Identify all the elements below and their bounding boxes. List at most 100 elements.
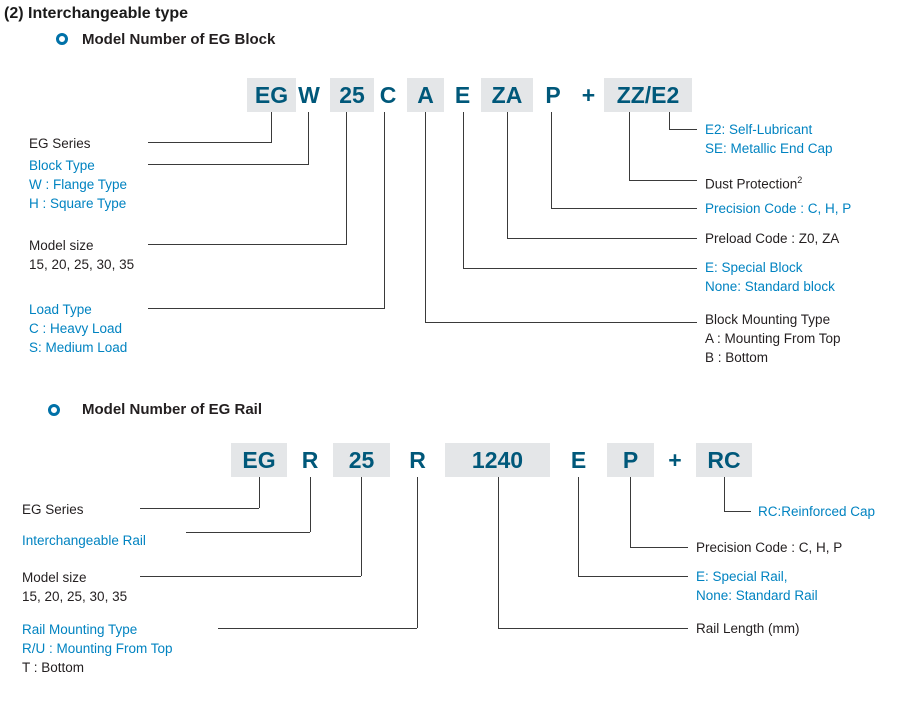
rail-code-cell-6: P [607, 443, 654, 477]
label-model-size-rail-l1: 15, 20, 25, 30, 35 [22, 589, 128, 604]
label-block-mounting-l2: B : Bottom [705, 350, 769, 365]
label-dust-protection-text: Dust Protection [705, 176, 798, 192]
label-dust-protection: Dust Protection2 [705, 171, 802, 194]
leader-eg-series-v [271, 112, 272, 142]
leader-rail-eg-series-v [259, 477, 260, 508]
block-code-cell-5: E [454, 82, 471, 108]
bullet-icon-rail [48, 404, 60, 416]
leader-endcap-h [669, 129, 697, 130]
label-load-type-l1: C : Heavy Load [29, 321, 123, 336]
leader-endcap-v [669, 112, 670, 129]
leader-special-rail-v [578, 477, 579, 576]
leader-dust-v [629, 112, 630, 180]
label-preload-code: Preload Code : Z0, ZA [705, 231, 840, 246]
label-model-size-block: Model size 15, 20, 25, 30, 35 [29, 236, 134, 274]
label-block-type-title: Block Type [29, 158, 95, 173]
block-code-cell-2: 25 [330, 78, 374, 112]
leader-reinforced-cap-h [724, 511, 751, 512]
leader-rail-eg-series-h [140, 508, 259, 509]
bullet-icon-block [56, 33, 68, 45]
label-model-size-block-l1: 15, 20, 25, 30, 35 [29, 257, 135, 272]
leader-special-block-h [463, 268, 697, 269]
rail-code-cell-4: 1240 [445, 443, 550, 477]
label-dust-protection-sup: 2 [797, 175, 803, 185]
label-special-block-l2: None: Standard block [705, 279, 835, 294]
leader-interchangeable-rail-h [186, 532, 310, 533]
leader-model-size-h [148, 244, 347, 245]
label-block-type: Block Type W : Flange Type H : Square Ty… [29, 156, 127, 213]
label-rail-mounting: Rail Mounting Type R/U : Mounting From T… [22, 620, 173, 677]
leader-precision-h [551, 208, 697, 209]
block-code-cell-7: P [545, 82, 561, 108]
label-block-type-l2: H : Square Type [29, 196, 127, 211]
leader-precision-v [551, 112, 552, 208]
label-block-mounting: Block Mounting Type A : Mounting From To… [705, 310, 841, 367]
label-block-type-l1: W : Flange Type [29, 177, 128, 192]
rail-code-cell-5: E [570, 447, 587, 473]
leader-reinforced-cap-v [724, 477, 725, 511]
leader-mounting-h [425, 322, 697, 323]
label-eg-series-block: EG Series [29, 136, 91, 151]
label-rail-mounting-title: Rail Mounting Type [22, 622, 138, 637]
label-rail-length: Rail Length (mm) [696, 621, 800, 636]
leader-dust-h [629, 180, 697, 181]
leader-mounting-v [425, 112, 426, 322]
rail-subtitle: Model Number of EG Rail [82, 401, 263, 418]
block-code-cell-6: ZA [481, 78, 533, 112]
label-load-type-title: Load Type [29, 302, 92, 317]
block-subtitle: Model Number of EG Block [82, 31, 276, 48]
block-code-cell-4: A [407, 78, 444, 112]
leader-rail-mounting-h [218, 628, 417, 629]
label-special-rail-l1: E: Special Rail, [696, 569, 788, 584]
label-model-size-rail: Model size 15, 20, 25, 30, 35 [22, 568, 127, 606]
label-end-cap-l2: SE: Metallic End Cap [705, 141, 833, 156]
rail-code-cell-2: 25 [333, 443, 390, 477]
section-title: (2) Interchangeable type [4, 5, 189, 22]
label-eg-series-rail: EG Series [22, 502, 84, 517]
label-precision-code-block: Precision Code : C, H, P [705, 201, 852, 216]
leader-block-type-h [148, 164, 309, 165]
leader-rail-precision-v [630, 477, 631, 547]
block-code-cell-0: EG [247, 78, 296, 112]
block-code-cell-1: W [298, 82, 320, 108]
leader-rail-model-size-h [140, 576, 361, 577]
label-end-cap-l1: E2: Self-Lubricant [705, 122, 813, 137]
label-model-size-rail-title: Model size [22, 570, 87, 585]
label-rail-mounting-l2: T : Bottom [22, 660, 85, 675]
label-reinforced-cap: RC:Reinforced Cap [758, 504, 876, 519]
block-code-cell-8: + [581, 82, 596, 108]
rail-code-cell-3: R [409, 447, 426, 473]
rail-code-cell-8: RC [696, 443, 752, 477]
leader-rail-precision-h [630, 547, 688, 548]
label-precision-code-rail: Precision Code : C, H, P [696, 540, 843, 555]
block-code-cell-3: C [379, 82, 397, 108]
rail-code-cell-0: EG [231, 443, 287, 477]
label-end-cap: E2: Self-Lubricant SE: Metallic End Cap [705, 120, 833, 158]
label-special-block: E: Special Block None: Standard block [705, 258, 835, 296]
label-special-rail-l2: None: Standard Rail [696, 588, 818, 603]
label-rail-mounting-l1: R/U : Mounting From Top [22, 641, 173, 656]
leader-rail-length-v [498, 477, 499, 628]
leader-model-size-v [346, 112, 347, 244]
leader-block-type-v [308, 112, 309, 164]
leader-rail-model-size-v [361, 477, 362, 576]
label-block-mounting-l1: A : Mounting From Top [705, 331, 841, 346]
leader-special-rail-h [578, 576, 688, 577]
leader-eg-series-h [148, 142, 272, 143]
leader-rail-length-h [498, 628, 688, 629]
label-load-type-l2: S: Medium Load [29, 340, 128, 355]
rail-code-cell-7: + [668, 447, 682, 473]
label-load-type: Load Type C : Heavy Load S: Medium Load [29, 300, 127, 357]
label-special-block-l1: E: Special Block [705, 260, 803, 275]
rail-code-cell-1: R [301, 447, 319, 473]
leader-special-block-v [463, 112, 464, 268]
leader-preload-v [507, 112, 508, 238]
label-interchangeable-rail: Interchangeable Rail [22, 533, 146, 548]
label-model-size-block-title: Model size [29, 238, 94, 253]
leader-preload-h [507, 238, 697, 239]
leader-interchangeable-rail-v [310, 477, 311, 532]
leader-load-type-h [148, 308, 385, 309]
leader-load-type-v [384, 112, 385, 308]
leader-rail-mounting-v [417, 477, 418, 628]
